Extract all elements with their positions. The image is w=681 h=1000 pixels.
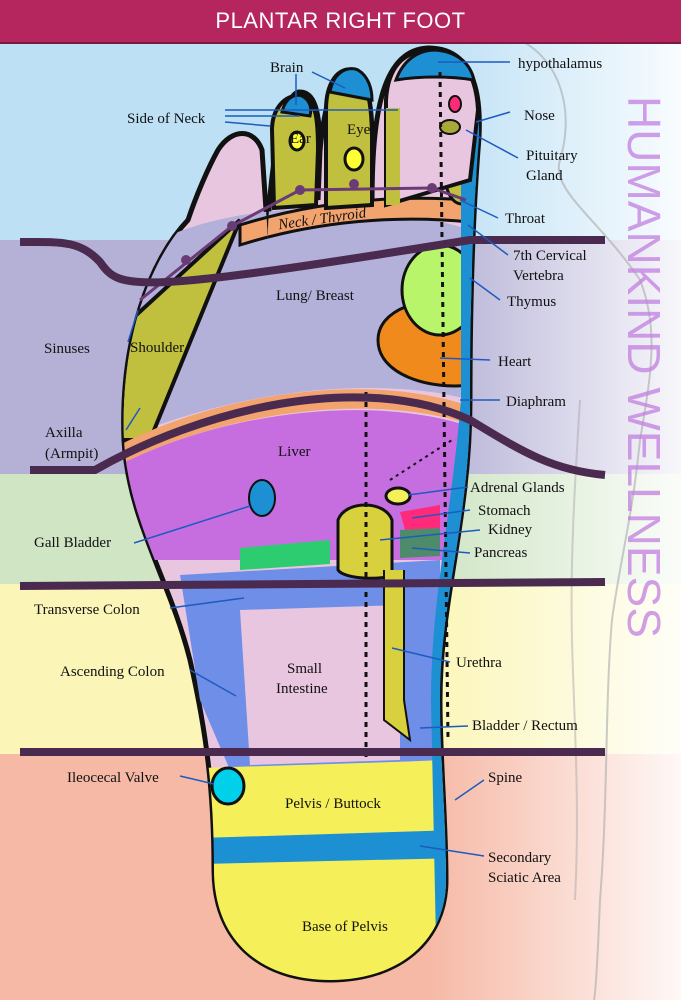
label-stomach: Stomach — [478, 503, 531, 519]
hypothalamus-dot — [448, 95, 462, 113]
ear-dot — [288, 130, 306, 152]
label-ascending-colon: Ascending Colon — [60, 664, 165, 680]
pituitary-dot — [439, 119, 461, 135]
label-transverse-colon: Transverse Colon — [34, 602, 140, 618]
diaphragm-band — [123, 389, 480, 470]
title-banner: PLANTAR RIGHT FOOT — [0, 0, 681, 44]
label-small-intestine-2: Intestine — [276, 681, 328, 697]
pancreas-shape — [400, 528, 440, 558]
label-cervical-1: 7th Cervical — [513, 248, 587, 264]
kidney-shape — [336, 503, 394, 580]
label-brain: Brain — [270, 60, 304, 76]
sinus-dot — [427, 183, 437, 193]
base-pelvis-region — [200, 858, 460, 980]
sinus-dot — [349, 179, 359, 189]
label-heart: Heart — [498, 354, 532, 370]
body-silhouette — [519, 39, 653, 1000]
label-diaphram: Diaphram — [506, 394, 566, 410]
label-sciatic-1: Secondary — [488, 850, 552, 866]
label-small-intestine-1: Small — [287, 661, 322, 677]
eye-dot — [343, 146, 365, 172]
page-title: PLANTAR RIGHT FOOT — [215, 8, 466, 33]
label-eye: Eye — [347, 122, 371, 138]
small-intestine-region — [240, 605, 400, 765]
sinus-dot — [181, 255, 191, 265]
label-hypothalamus: hypothalamus — [518, 56, 602, 72]
label-bladder-rectum: Bladder / Rectum — [472, 718, 578, 734]
urethra-tube — [383, 570, 412, 743]
gall-bladder-dot — [248, 479, 276, 517]
label-ear: Ear — [290, 131, 311, 147]
label-spine: Spine — [488, 770, 523, 786]
spine-band — [430, 70, 479, 980]
brain-toe3 — [328, 67, 374, 102]
label-pelvis-buttock: Pelvis / Buttock — [285, 796, 381, 812]
label-sinuses: Sinuses — [44, 341, 90, 357]
label-thymus: Thymus — [507, 294, 556, 310]
sinus-dot — [295, 185, 305, 195]
leader-lines — [125, 61, 519, 857]
label-pancreas: Pancreas — [474, 545, 527, 561]
label-pituitary-1: Pituitary — [526, 148, 578, 164]
pancreas-strip — [240, 540, 330, 570]
pelvis-region — [200, 760, 460, 840]
divider-diaphragm — [30, 393, 606, 479]
ileocecal-dot — [210, 766, 246, 806]
body-silhouette-inner — [570, 399, 581, 901]
label-nose: Nose — [524, 108, 555, 124]
label-axilla-1: Axilla — [45, 425, 83, 441]
adrenal-dot — [384, 486, 412, 506]
brain-toe2 — [280, 93, 313, 118]
sciatic-band — [200, 830, 460, 866]
label-axilla-2: (Armpit) — [45, 446, 98, 462]
label-urethra: Urethra — [456, 655, 502, 671]
divider-waist — [19, 578, 606, 590]
big-toe-side — [386, 108, 400, 205]
label-adrenal-glands: Adrenal Glands — [470, 480, 565, 496]
label-gall-bladder: Gall Bladder — [34, 535, 111, 551]
label-base-of-pelvis: Base of Pelvis — [302, 919, 388, 935]
label-liver: Liver — [278, 444, 310, 460]
label-pituitary-2: Gland — [526, 168, 563, 184]
brain-bigtoe — [393, 48, 476, 82]
label-ileocecal-valve: Ileocecal Valve — [67, 770, 159, 786]
sinus-dot — [227, 221, 237, 231]
label-kidney: Kidney — [488, 522, 533, 538]
label-cervical-2: Vertebra — [513, 268, 564, 284]
label-shoulder: Shoulder — [130, 340, 184, 356]
label-sciatic-2: Sciatic Area — [488, 870, 561, 886]
label-throat: Throat — [505, 211, 546, 227]
label-lung-breast: Lung/ Breast — [276, 288, 355, 304]
dotted-line-adrenal — [389, 439, 453, 481]
watermark-text: HUMANKIND WELLNESS — [618, 96, 670, 638]
label-side-of-neck: Side of Neck — [127, 111, 206, 127]
divider-shoulder — [19, 236, 605, 287]
